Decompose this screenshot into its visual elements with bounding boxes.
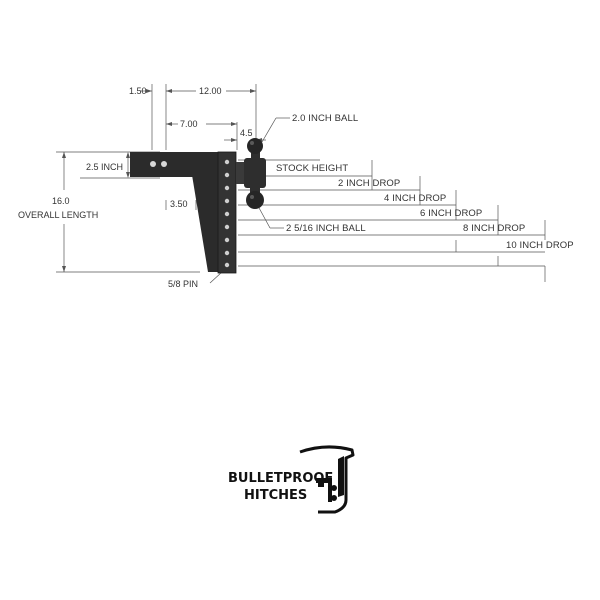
hitch-shank <box>130 152 222 177</box>
pin-label: 5/8 PIN <box>168 279 198 289</box>
dim-7-label: 7.00 <box>180 119 198 129</box>
drop-2-label: 2 INCH DROP <box>338 178 400 189</box>
dim-1-5-label: 1.50 <box>129 86 147 96</box>
bottom-ball <box>246 186 264 209</box>
drop-4-label: 4 INCH DROP <box>384 193 446 204</box>
top-ball-label: 2.0 INCH BALL <box>292 113 358 124</box>
brand-logo: BULLETPROOF HITCHES <box>228 445 355 514</box>
height-lines <box>238 117 546 282</box>
hitch-gusset <box>192 175 220 272</box>
dimension-arrowheads <box>62 89 262 272</box>
bottom-ball-label: 2 5/16 INCH BALL <box>286 223 366 234</box>
logo-line-2: HITCHES <box>244 488 307 503</box>
ball-mount <box>236 158 266 188</box>
dim-16-label: 16.0 <box>52 196 70 206</box>
dim-2-5-label: 2.5 INCH <box>86 162 123 172</box>
drop-8-label: 8 INCH DROP <box>463 223 525 234</box>
hitch-drop-bar <box>217 151 237 274</box>
top-ball <box>247 138 263 160</box>
stock-height-label: STOCK HEIGHT <box>276 163 348 174</box>
overall-length-label: OVERALL LENGTH <box>18 210 98 220</box>
dim-12-label: 12.00 <box>199 86 222 96</box>
drop-10-label: 10 INCH DROP <box>506 240 574 251</box>
logo-line-1: BULLETPROOF <box>228 471 333 486</box>
shield-accent <box>338 456 344 497</box>
shield-icon <box>299 445 355 514</box>
dim-4-5-label: 4.5 <box>240 128 253 138</box>
mini-hitch-icon <box>316 478 337 502</box>
drop-6-label: 6 INCH DROP <box>420 208 482 219</box>
dim-3-5-label: 3.50 <box>170 199 188 209</box>
